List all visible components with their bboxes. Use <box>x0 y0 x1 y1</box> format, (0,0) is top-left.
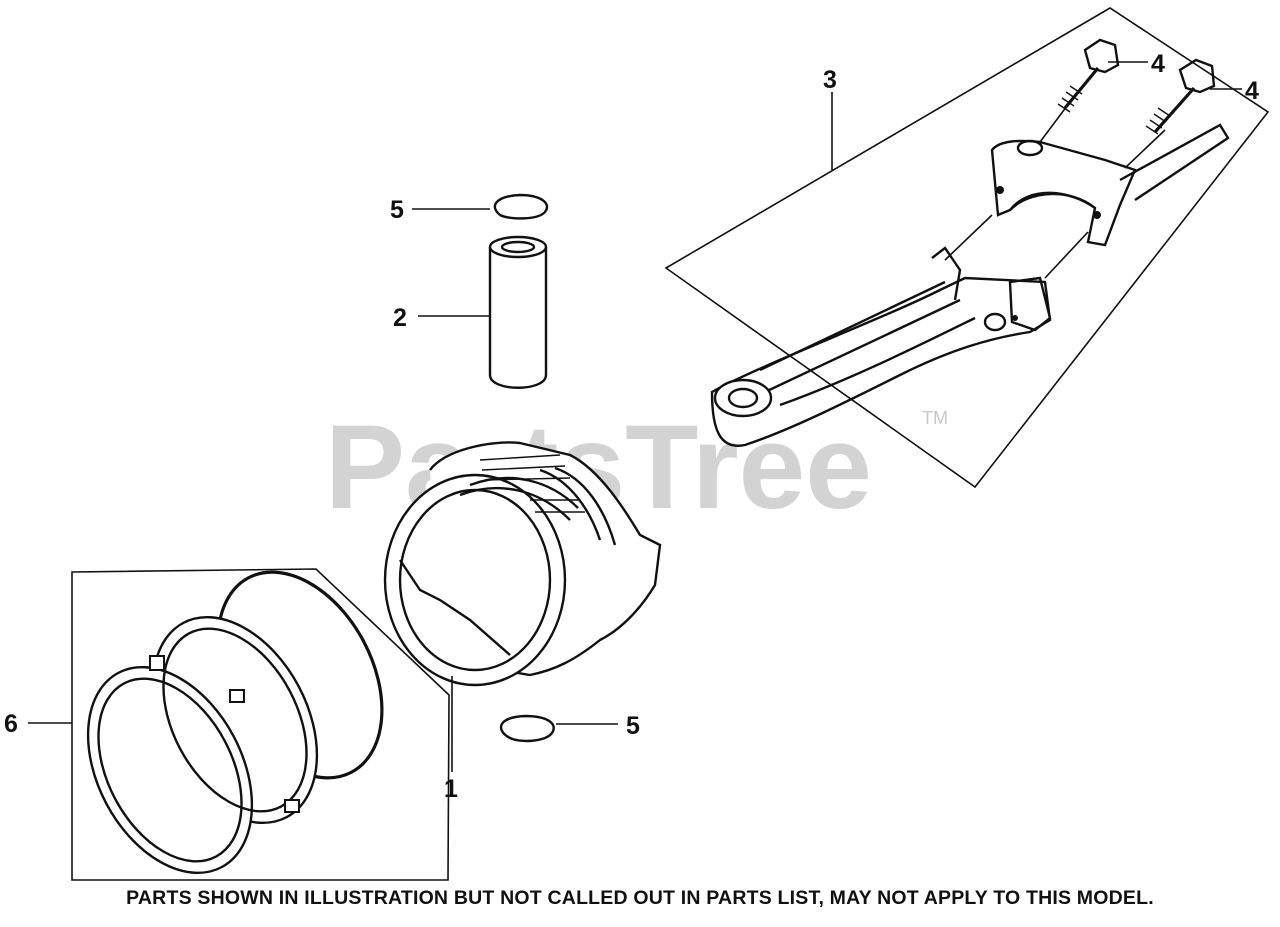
callouts: 5 2 3 4 4 5 6 1 <box>4 50 1259 803</box>
leader-lines <box>28 61 1242 772</box>
callout-2: 2 <box>393 304 407 332</box>
watermark-trademark: TM <box>922 408 948 428</box>
connecting-rod <box>710 101 1230 447</box>
piston <box>383 441 662 687</box>
callout-5-bottom: 5 <box>626 712 640 740</box>
callout-5-top: 5 <box>390 196 404 224</box>
callout-1: 1 <box>444 775 458 803</box>
piston-rings <box>86 570 384 875</box>
connecting-rod-kit-box <box>664 7 1270 489</box>
callout-6: 6 <box>4 710 18 738</box>
callout-3: 3 <box>823 66 837 94</box>
piston-ring-box <box>71 568 450 881</box>
piston-pin-clip-top <box>493 193 549 220</box>
piston-pin <box>488 235 548 389</box>
footer-note: PARTS SHOWN IN ILLUSTRATION BUT NOT CALL… <box>126 887 1154 909</box>
piston-pin-clip-bottom <box>499 714 555 743</box>
callout-4-right: 4 <box>1245 77 1259 105</box>
callout-4-left: 4 <box>1151 50 1165 78</box>
connecting-rod-bolts <box>1057 38 1216 135</box>
